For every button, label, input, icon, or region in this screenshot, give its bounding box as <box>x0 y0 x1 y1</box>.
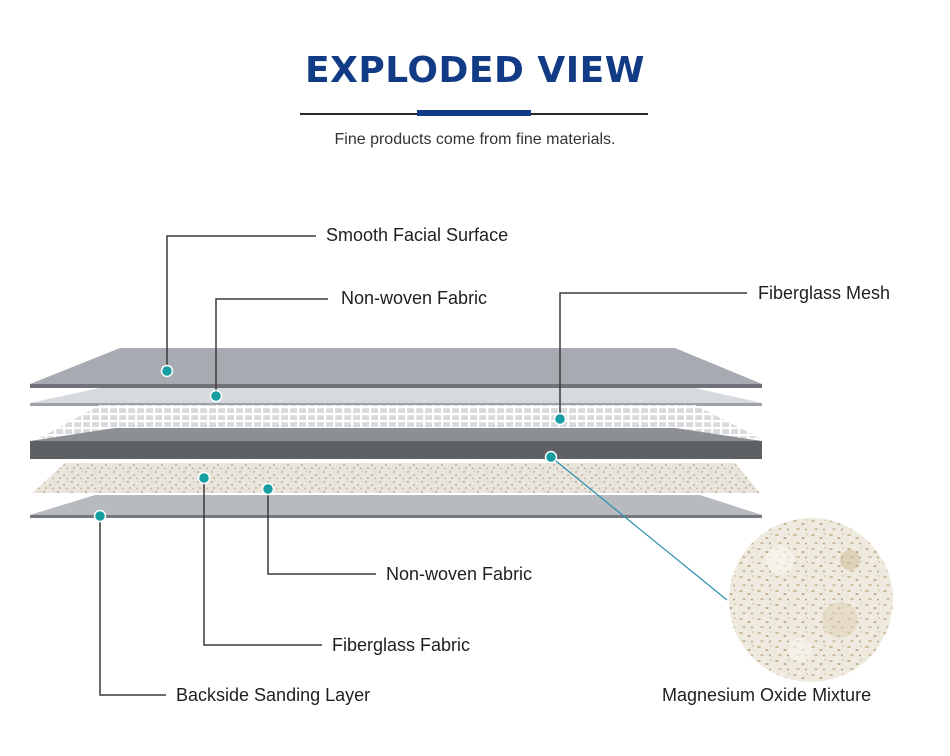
magnified-texture-circle <box>729 518 893 682</box>
label-smooth-facial-surface: Smooth Facial Surface <box>326 225 509 245</box>
label-backside-sanding-layer: Backside Sanding Layer <box>176 685 371 705</box>
layer-smooth-facial-surface <box>30 348 762 388</box>
layer-dark-board <box>30 428 762 459</box>
marker-non-woven-fabric-top <box>209 389 223 403</box>
label-non-woven-fabric-top: Non-woven Fabric <box>341 288 488 308</box>
marker-magnesium-oxide <box>544 450 558 464</box>
label-fiberglass-fabric: Fiberglass Fabric <box>332 635 471 655</box>
layer-backside-sanding <box>30 495 762 518</box>
marker-non-woven-fabric-bottom <box>261 482 275 496</box>
magnifier-leader-line <box>550 456 728 601</box>
leader-lines <box>99 235 747 696</box>
layer-magnesium-oxide <box>32 463 760 493</box>
title-divider-accent <box>417 110 531 116</box>
marker-fiberglass-mesh <box>553 412 567 426</box>
page-title: EXPLODED VIEW <box>305 50 645 91</box>
marker-backside-sanding <box>93 509 107 523</box>
page-subtitle: Fine products come from fine materials. <box>334 131 616 148</box>
marker-fiberglass-fabric <box>197 471 211 485</box>
marker-smooth-facial-surface <box>160 364 174 378</box>
label-non-woven-fabric-bottom: Non-woven Fabric <box>386 564 533 584</box>
label-fiberglass-mesh: Fiberglass Mesh <box>758 283 891 303</box>
label-magnesium-oxide-mixture: Magnesium Oxide Mixture <box>662 685 872 705</box>
layer-non-woven-fabric-top <box>30 388 762 406</box>
